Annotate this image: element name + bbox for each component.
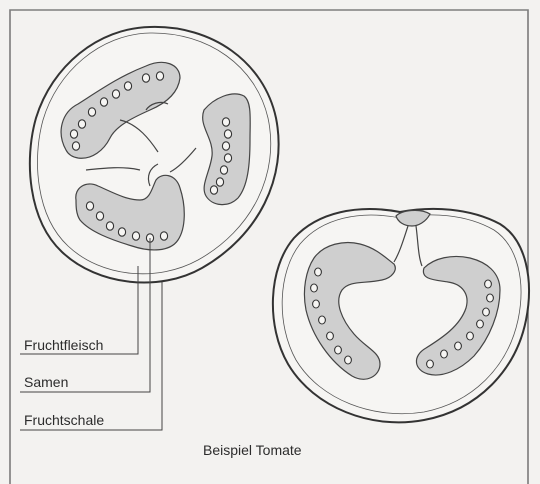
seed (106, 222, 113, 230)
label-samen: Samen (24, 374, 68, 390)
leader-line-fruchtschale (20, 282, 162, 430)
seed (86, 202, 93, 210)
seed (319, 316, 326, 324)
seed (124, 82, 131, 90)
figure-caption: Beispiel Tomate (203, 442, 302, 458)
tomato-longitudinal-section (273, 209, 529, 422)
label-fruchtschale: Fruchtschale (24, 412, 104, 428)
seed (441, 350, 448, 358)
seed (88, 108, 95, 116)
seed (224, 130, 231, 138)
seed (327, 332, 334, 340)
seed (216, 178, 223, 186)
seed (455, 342, 462, 350)
seed (210, 186, 217, 194)
seed (477, 320, 484, 328)
seed (487, 294, 494, 302)
seed (132, 232, 139, 240)
seed (70, 130, 77, 138)
seed (222, 118, 229, 126)
seed (156, 72, 163, 80)
seed (142, 74, 149, 82)
seed (311, 284, 318, 292)
seed (345, 356, 352, 364)
seed (222, 142, 229, 150)
seed (220, 166, 227, 174)
seed (100, 98, 107, 106)
seed (78, 120, 85, 128)
tomato-cross-section (30, 27, 279, 283)
seed (335, 346, 342, 354)
seed (427, 360, 434, 368)
seed (224, 154, 231, 162)
seed (467, 332, 474, 340)
seed (118, 228, 125, 236)
seed (313, 300, 320, 308)
seed (485, 280, 492, 288)
seed (96, 212, 103, 220)
seed (483, 308, 490, 316)
seed (112, 90, 119, 98)
label-fruchtfleisch: Fruchtfleisch (24, 337, 103, 353)
seed (315, 268, 322, 276)
seed (72, 142, 79, 150)
seed (160, 232, 167, 240)
